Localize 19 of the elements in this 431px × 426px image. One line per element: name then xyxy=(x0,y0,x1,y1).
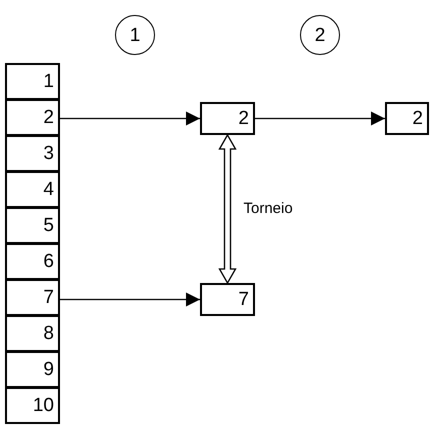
number-box: 1 xyxy=(5,63,60,100)
number-box: 2 xyxy=(200,102,255,135)
number-box: 9 xyxy=(5,351,60,388)
number-box: 6 xyxy=(5,243,60,280)
number-box: 10 xyxy=(5,387,60,424)
arrow xyxy=(60,112,200,126)
number-box: 2 xyxy=(385,102,429,135)
arrow xyxy=(60,292,200,306)
number-box: 5 xyxy=(5,207,60,244)
step-circle: 2 xyxy=(300,15,340,55)
step-circle: 1 xyxy=(115,15,155,55)
number-box: 4 xyxy=(5,171,60,208)
double-arrow xyxy=(218,134,237,284)
number-box: 7 xyxy=(200,283,255,316)
number-box: 7 xyxy=(5,279,60,316)
number-box: 8 xyxy=(5,315,60,352)
arrow xyxy=(255,112,385,126)
number-box: 2 xyxy=(5,99,60,136)
number-box: 3 xyxy=(5,135,60,172)
